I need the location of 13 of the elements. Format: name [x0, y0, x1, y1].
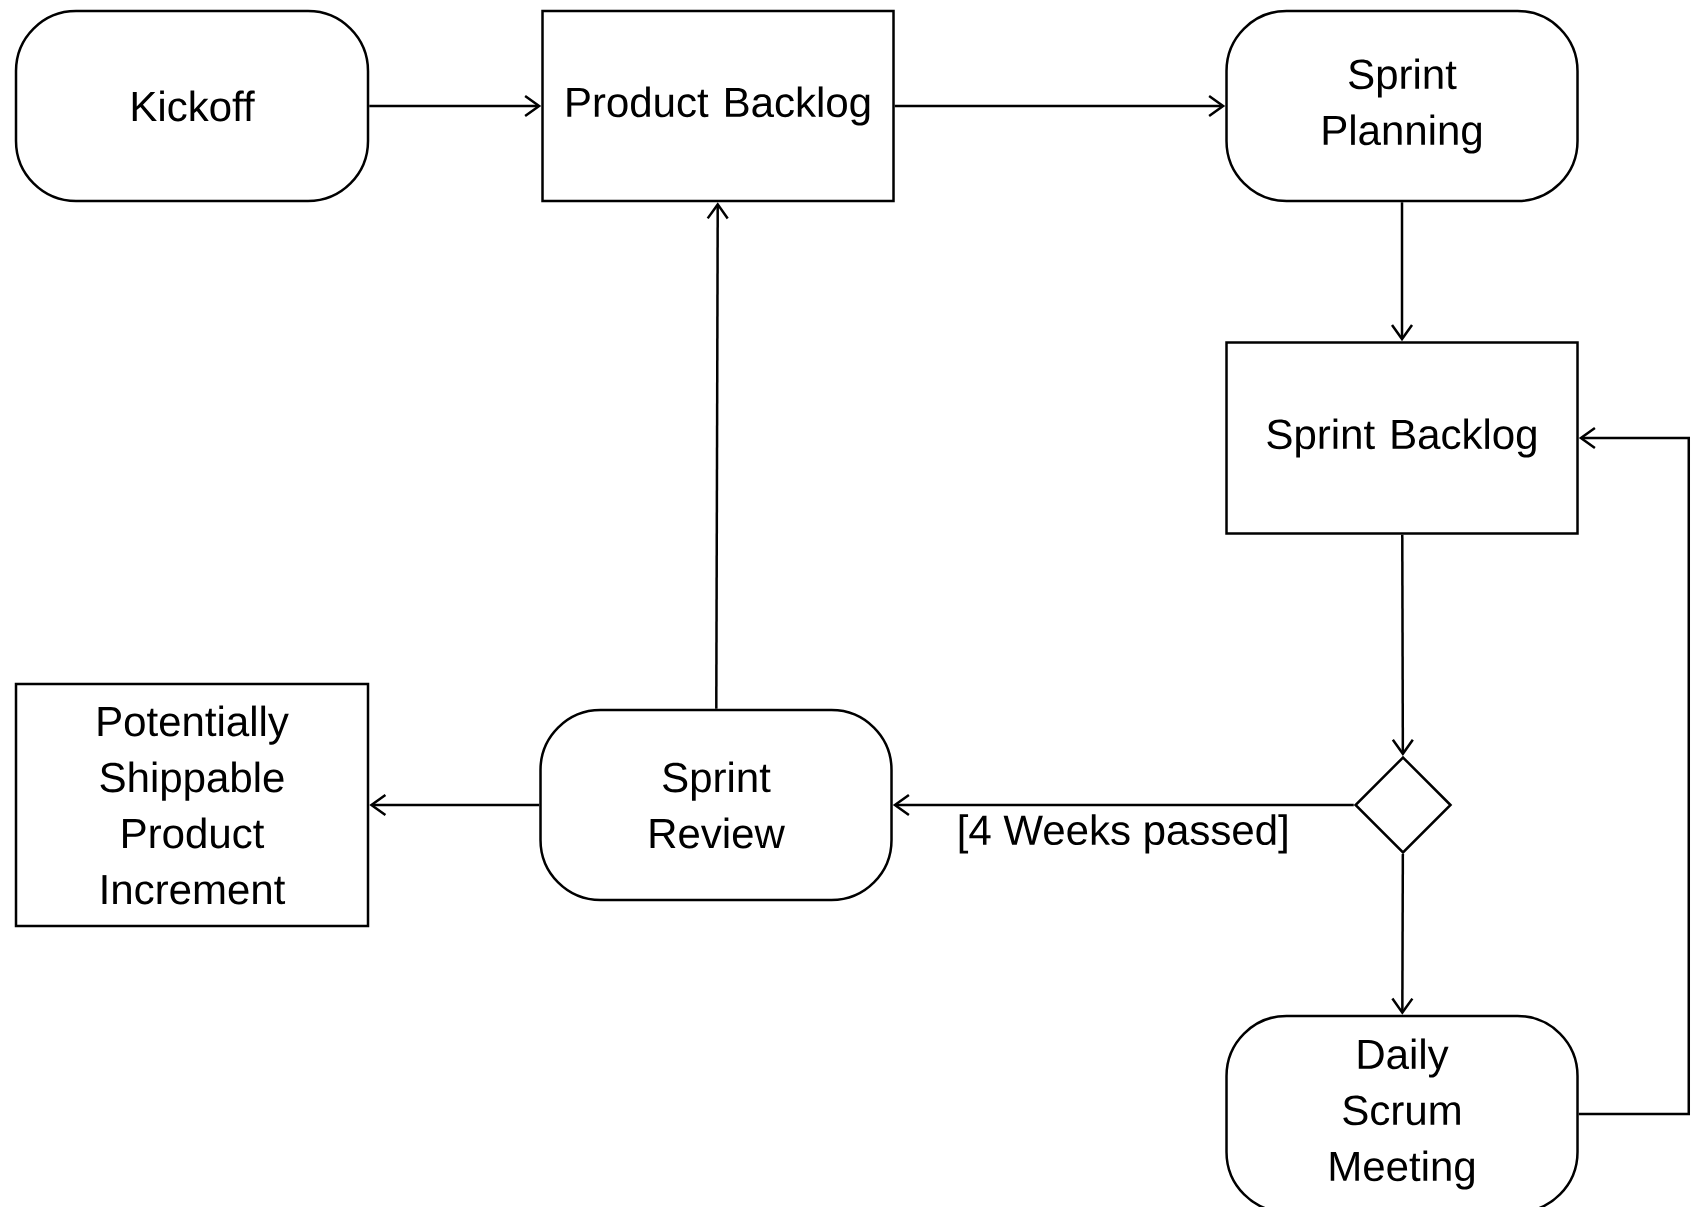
arrow [369, 95, 542, 117]
arrow [1391, 534, 1414, 756]
arrow [369, 794, 540, 816]
arrow [1391, 854, 1414, 1015]
process-box: Product Backlog [541, 9, 895, 203]
process-box: Potentially Shippable Product Increment [14, 682, 370, 928]
edge-label: [4 Weeks passed] [959, 814, 1287, 854]
arrow [892, 794, 1354, 816]
process-box: Sprint Backlog [1225, 341, 1579, 535]
arrow [894, 95, 1226, 117]
arrow [706, 202, 729, 709]
arrow [1578, 427, 1690, 1116]
arrow [1391, 202, 1414, 342]
